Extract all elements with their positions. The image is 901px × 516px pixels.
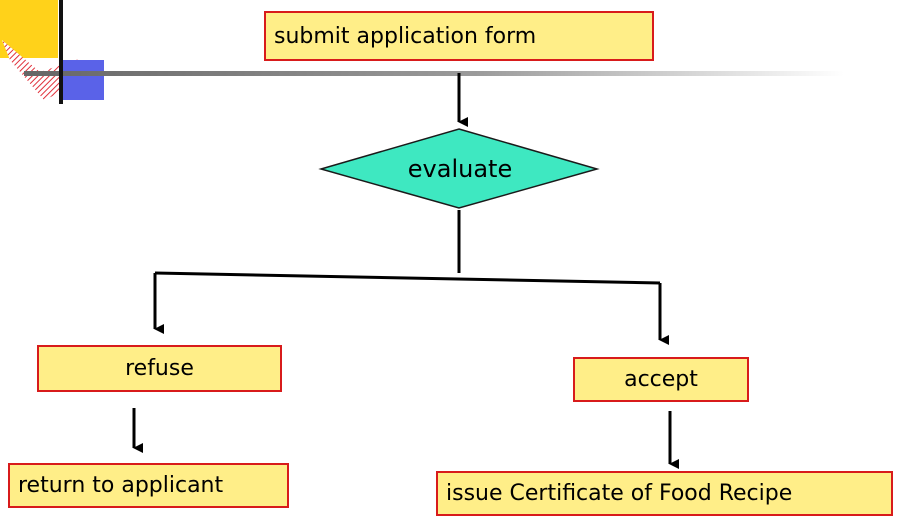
branch-line — [154, 271, 661, 285]
header-rule — [24, 71, 844, 76]
issue-certificate-box: issue Certificate of Food Recipe — [436, 471, 893, 516]
refuse-box: refuse — [37, 345, 282, 392]
slide-decoration — [0, 0, 844, 104]
decision-diamond — [318, 128, 600, 209]
return-to-applicant-box: return to applicant — [8, 463, 289, 508]
vertical-rule — [59, 0, 63, 104]
evaluate-label: evaluate — [407, 155, 513, 183]
submit-application-box: submit application form — [264, 11, 654, 61]
accept-box: accept — [573, 357, 749, 402]
blue-square — [62, 60, 104, 100]
